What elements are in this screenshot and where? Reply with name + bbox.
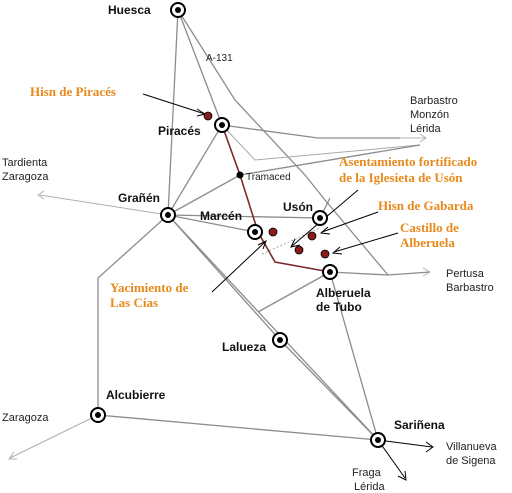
road-lalueza-sarinena <box>279 339 379 441</box>
label-dest-lerida-2: Lérida <box>354 481 385 493</box>
road-granen-uson <box>167 214 321 219</box>
label-uson: Usón <box>283 200 313 214</box>
label-marcen: Marcén <box>200 209 242 223</box>
exit-zaragoza-arrowhead <box>8 451 17 460</box>
label-dest-tardienta: Tardienta <box>2 157 48 169</box>
exit-villanueva <box>377 439 433 448</box>
road-alberuela-pertusa <box>329 271 431 276</box>
road-granen-piraces <box>167 124 223 216</box>
pointer-gabarda-arrowhead <box>319 226 331 235</box>
town-marker-piraces <box>214 117 230 133</box>
label-alberuela-1: Alberuela <box>316 286 371 300</box>
label-site-yacimiento-1: Yacimiento de <box>110 280 189 295</box>
pointer-hisn-piraces <box>142 93 206 115</box>
label-site-asentamiento-2: de la Iglesieta de Usón <box>339 170 463 185</box>
road-a131 <box>177 9 389 276</box>
town-marker-alcubierre <box>90 407 106 423</box>
pointer-yacimiento-cias <box>211 241 266 293</box>
town-marker-sarinena <box>370 432 386 448</box>
label-dest-lerida: Lérida <box>410 123 441 135</box>
site-marker-castillo-alberuela <box>320 249 330 259</box>
local-road-piraces-alberuela <box>221 124 331 273</box>
town-marker-marcen <box>247 224 263 240</box>
exit-fraga-arrowhead <box>397 470 407 481</box>
town-marker-alberuela <box>322 264 338 280</box>
town-marker-huesca <box>170 2 186 18</box>
label-dest-villanueva: Villanueva <box>446 441 497 453</box>
town-marker-tramaced <box>236 171 244 179</box>
site-marker-las-cias <box>268 227 278 237</box>
exit-villanueva-arrowhead <box>425 441 434 453</box>
label-site-yacimiento-2: Las Cías <box>110 295 158 310</box>
road-alcubierre-sarinena <box>97 414 379 441</box>
label-site-asentamiento-1: Asentamiento fortificado <box>339 154 477 169</box>
town-labels: Huesca Piracés Grañén Marcén Usón Alberu… <box>106 3 445 432</box>
pointer-asentamiento-arrowhead <box>290 238 301 248</box>
road-piraces-east <box>221 124 421 161</box>
exit-roads <box>8 133 434 481</box>
label-site-castillo-2: Alberuela <box>400 235 455 250</box>
road-granen-marcen <box>167 214 256 233</box>
road-huesca-piraces <box>177 9 223 126</box>
destination-labels: Barbastro Monzón Lérida Tardienta Zarago… <box>2 95 497 493</box>
label-dest-monzon: Monzón <box>410 109 449 121</box>
road-lalueza-alberuela <box>257 271 331 313</box>
site-labels: Hisn de Piracés Asentamiento fortificado… <box>30 84 477 310</box>
exit-barbastro-arrowhead <box>419 133 427 143</box>
road-granen-sarinena <box>167 214 379 441</box>
label-site-castillo-1: Castillo de <box>400 220 459 235</box>
label-dest-fraga: Fraga <box>352 467 382 479</box>
label-dest-zaragoza-1: Zaragoza <box>2 171 49 183</box>
road-huesca-granen <box>167 9 179 216</box>
label-road-a131: A-131 <box>206 53 233 64</box>
label-site-hisn-piraces: Hisn de Piracés <box>30 84 116 99</box>
label-piraces: Piracés <box>158 124 201 138</box>
site-marker-gabarda <box>294 245 304 255</box>
road-granen-alcubierre <box>97 214 169 415</box>
road-piraces-barbastro <box>221 124 400 139</box>
exit-tardienta-arrowhead <box>37 190 45 200</box>
label-dest-pertusa: Pertusa <box>446 268 485 280</box>
exit-pertusa <box>422 267 431 277</box>
town-markers <box>90 2 386 448</box>
label-dest-barbastro-2: Barbastro <box>446 282 494 294</box>
exit-tardienta <box>39 194 169 216</box>
label-sarinena: Sariñena <box>394 418 445 432</box>
label-dest-barbastro: Barbastro <box>410 95 458 107</box>
label-dest-sigena: de Sigena <box>446 455 496 467</box>
label-lalueza: Lalueza <box>222 340 266 354</box>
road-alberuela-sarinena <box>329 271 379 441</box>
site-markers <box>203 111 330 259</box>
pointer-yacimiento-cias-arrowhead <box>257 239 267 250</box>
exit-zaragoza <box>9 414 99 459</box>
label-tramaced: Tramaced <box>246 172 291 183</box>
label-dest-zaragoza-2: Zaragoza <box>2 412 49 424</box>
town-marker-lalueza <box>272 332 288 348</box>
pointer-castillo-alberuela <box>333 232 399 253</box>
site-marker-iglesieta-uson <box>307 231 317 241</box>
label-huesca: Huesca <box>108 3 151 17</box>
site-marker-hisn-piraces <box>203 111 213 121</box>
label-site-hisn-gabarda: Hisn de Gabarda <box>378 198 474 213</box>
town-marker-granen <box>160 207 176 223</box>
road-network <box>97 9 431 441</box>
label-alberuela-2: de Tubo <box>316 300 362 314</box>
label-granen: Grañén <box>118 191 160 205</box>
town-marker-uson <box>312 210 328 226</box>
label-alcubierre: Alcubierre <box>106 388 166 402</box>
pointer-gabarda <box>321 211 379 233</box>
pointer-castillo-alberuela-arrowhead <box>331 246 343 255</box>
